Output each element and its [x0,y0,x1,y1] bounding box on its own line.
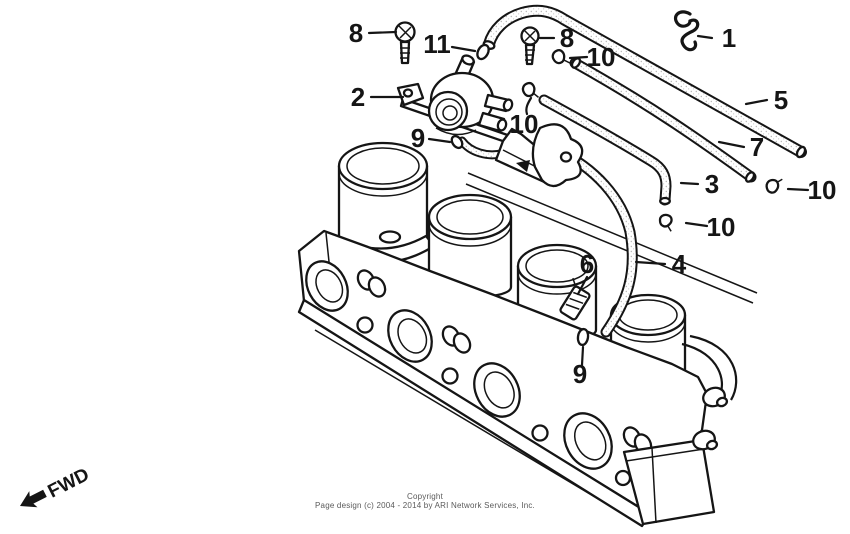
intake-bell-3 [473,362,521,418]
callout-label[interactable]: 9 [411,123,425,153]
callout-5: 5 [744,85,788,115]
intake-bell-2 [387,309,433,363]
tube-clip-6 [559,277,591,321]
callout-label[interactable]: 1 [722,23,736,53]
callout-label[interactable]: 10 [510,109,539,139]
callout-label[interactable]: 10 [587,42,616,72]
callouts: 8 11 8 1 10 2 5 10 [349,18,837,389]
wire-clip-1 [673,10,700,52]
callout-7: 7 [717,132,764,162]
hose-7 [569,57,757,183]
callout-label[interactable]: 3 [705,169,719,199]
callout-10-top: 10 [568,42,616,72]
clamp-10-top [551,49,571,65]
callout-label[interactable]: 10 [808,175,837,205]
clip-9-upper [450,134,464,150]
callout-8-right: 8 [538,23,574,53]
leader-line [634,260,667,266]
choke-arm [681,334,738,451]
body-bosses [356,269,653,487]
clamp-10-right [765,178,783,194]
clip-11 [476,43,490,61]
callout-9-lower: 9 [573,345,587,389]
leader-line [367,30,398,35]
callout-label[interactable]: 7 [750,132,764,162]
callout-label[interactable]: 6 [580,249,594,279]
callout-2: 2 [351,82,405,112]
intake-bell-4 [563,412,613,470]
callout-label[interactable]: 8 [560,23,574,53]
clamp-10-left [521,81,539,98]
leader-line [744,98,769,106]
callout-label[interactable]: 2 [351,82,365,112]
fuel-rail [465,172,758,304]
hose-5 [482,4,807,159]
copyright-notice: Copyright Page design (c) 2004 - 2014 by… [0,492,850,510]
callout-8-left: 8 [349,18,398,48]
leader-line [450,45,477,53]
mounting-rail [297,298,652,528]
callout-9-upper: 9 [411,123,452,153]
callout-10-right: 10 [786,175,837,205]
leader-line [679,181,700,186]
callout-label[interactable]: 5 [774,85,788,115]
screw-8-right [520,26,540,66]
leader-line [576,275,589,296]
callout-11: 11 [423,29,477,59]
copyright-line2: Page design (c) 2004 - 2014 by ARI Netwo… [315,501,535,510]
callout-10-bottom: 10 [684,212,736,242]
leader-line [568,55,589,60]
leader-line [786,187,810,192]
carburetor-assembly [297,141,758,528]
callout-6: 6 [576,249,594,296]
callout-label[interactable]: 4 [672,249,687,279]
callout-4: 4 [634,249,687,279]
float-bowl [622,438,716,526]
callout-label[interactable]: 8 [349,18,363,48]
callout-1: 1 [696,23,736,53]
leader-line [580,345,585,367]
leader-line [525,96,533,116]
leader-line [427,137,452,144]
callout-label[interactable]: 11 [423,29,451,59]
leader-line [684,221,709,228]
copyright-line1: Copyright [406,492,444,501]
clamp-10-bottom [658,213,673,232]
hose-4 [551,144,638,338]
callout-3: 3 [679,169,719,199]
direction-arrow-mark [516,160,530,172]
intake-bell-1 [305,260,349,312]
fwd-arrow-icon [20,489,47,508]
leader-line [696,34,714,40]
leader-line [717,140,746,149]
pipe-stay-bracket [494,123,584,188]
clip-9-lower [576,327,590,347]
screw-8-left [394,21,416,65]
callout-label[interactable]: 9 [573,359,587,389]
callout-label[interactable]: 10 [707,212,736,242]
callout-10-left: 10 [510,96,539,139]
hose-3 [538,94,672,206]
